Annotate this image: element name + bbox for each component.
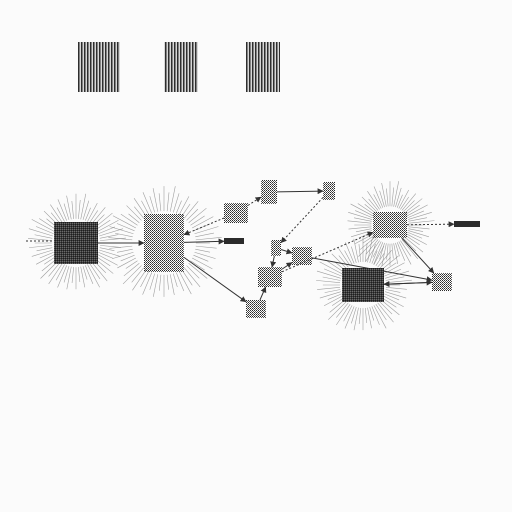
diagram-node-n9 <box>246 300 266 318</box>
legend-row <box>78 42 280 92</box>
edge-n4-to-n5 <box>276 188 324 195</box>
edge-n10-to-n12 <box>401 237 435 274</box>
edge-n2-to-n13 <box>183 238 225 245</box>
edge-n2-to-n9 <box>183 256 247 303</box>
diagram-node-n3 <box>224 203 248 223</box>
edge-n6-to-n7 <box>280 248 293 255</box>
legend-block-3 <box>246 42 280 92</box>
edge-n8-to-n7 <box>281 262 293 270</box>
diagram-node-n4 <box>261 180 277 204</box>
diagram-node-n11 <box>342 268 384 302</box>
edge-n8-to-n10 <box>281 231 374 273</box>
edge-n5-to-n6 <box>280 197 324 244</box>
diagram-node-n14 <box>454 221 480 227</box>
diagram-node-n2 <box>144 214 184 272</box>
edge-n6-to-n8 <box>270 255 277 268</box>
nodes-layer <box>54 180 480 318</box>
diagram-node-n12 <box>432 273 452 291</box>
diagram-node-n7 <box>292 247 312 265</box>
diagram-node-n8 <box>258 267 282 287</box>
diagram-node-n10 <box>373 212 407 238</box>
diagram-node-n1 <box>54 222 98 264</box>
glow-rays <box>28 181 435 331</box>
edge-n12-to-n11 <box>383 280 433 287</box>
diagram-node-n5 <box>323 182 335 200</box>
edge-n9-to-n8 <box>259 286 267 301</box>
diagram-node-n6 <box>271 240 281 256</box>
legend-block-2 <box>164 42 198 92</box>
legend-block-1 <box>78 42 120 92</box>
edge-n10-to-n14 <box>406 221 455 228</box>
diagram-node-n13 <box>224 238 244 244</box>
edge-n3-to-n4 <box>247 196 262 206</box>
edge-n3-to-n2 <box>183 217 225 236</box>
